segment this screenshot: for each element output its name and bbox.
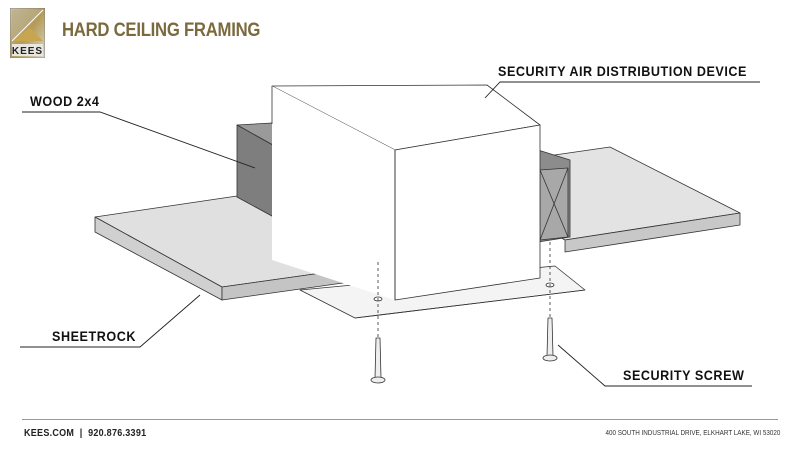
security-screw-left: [370, 337, 386, 384]
kees-logo: KEES: [10, 8, 45, 58]
leader-device: [484, 81, 760, 99]
security-screw-right: [542, 317, 558, 362]
leader-wood: [22, 111, 256, 169]
label-sheetrock: SHEETROCK: [52, 328, 136, 344]
label-security-screw: SECURITY SCREW: [623, 367, 745, 383]
wood-2x4-right: [537, 149, 571, 243]
page-title: HARD CEILING FRAMING: [62, 20, 261, 41]
label-wood-2x4: WOOD 2x4: [30, 93, 100, 109]
footer-website[interactable]: KEES.COM: [24, 428, 75, 439]
label-air-distribution-device: SECURITY AIR DISTRIBUTION DEVICE: [498, 63, 748, 79]
footer-contact: KEES.COM | 920.876.3391: [24, 428, 146, 439]
leader-screw: [557, 344, 752, 387]
svg-text:KEES: KEES: [12, 46, 43, 57]
footer-divider: [22, 419, 778, 420]
sheetrock-right: [519, 146, 741, 253]
footer-separator: |: [79, 428, 83, 439]
leader-sheetrock: [20, 294, 201, 348]
footer-phone: 920.876.3391: [88, 428, 147, 439]
footer-address: 400 SOUTH INDUSTRIAL DRIVE, ELKHART LAKE…: [605, 430, 780, 437]
air-distribution-device: [271, 84, 541, 301]
